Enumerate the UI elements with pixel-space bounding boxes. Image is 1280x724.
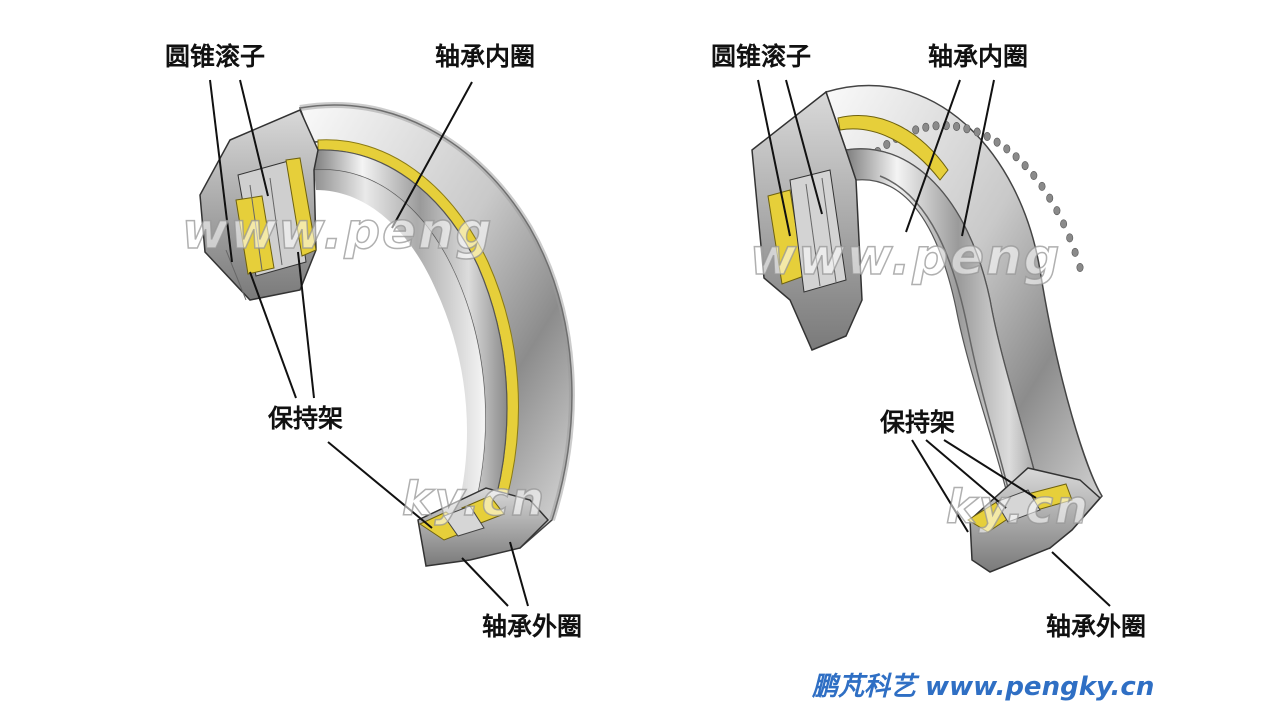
left-lower-roller	[443, 505, 485, 537]
left-cage-leader-1	[249, 271, 297, 399]
watermark-right-bottom: ky.cn	[945, 480, 1090, 534]
bolt-hole	[922, 122, 930, 132]
left-roller-leader-1	[209, 79, 233, 263]
right-roller-line-1	[805, 183, 821, 287]
bolt-hole	[963, 124, 971, 134]
left-bore-surface	[314, 169, 486, 546]
left-cage-leader-2	[297, 251, 315, 399]
right-lower-roller	[995, 489, 1041, 523]
watermark-left-top: www.peng	[181, 202, 494, 260]
right-roller-leader-2	[785, 79, 823, 215]
bolt-hole	[993, 137, 1001, 147]
bolt-hole	[912, 125, 920, 135]
right-cage-band	[837, 115, 949, 181]
left-label-cage: 保持架	[268, 404, 344, 433]
right-cage-leader-2	[925, 439, 1007, 509]
site-credit: 鹏芃科艺 www.pengky.cn	[812, 672, 1155, 702]
bolt-hole	[1046, 193, 1054, 203]
left-upper-cage-b	[285, 157, 317, 257]
watermark-right-top: www.peng	[749, 228, 1062, 286]
bolt-hole	[983, 132, 991, 142]
right-bearing	[751, 84, 1103, 573]
right-roller-line-2	[821, 177, 837, 283]
left-bearing	[199, 102, 575, 567]
bolt-hole	[1030, 171, 1038, 181]
right-label-cage: 保持架	[880, 408, 956, 437]
left-inner-ring-leader	[391, 81, 473, 229]
bolt-hole	[1076, 262, 1084, 272]
right-cage-leader-1	[911, 439, 969, 533]
left-outer-ring-leader-1	[461, 557, 509, 607]
right-inner-ring-leader-1	[905, 79, 961, 233]
left-outer-ring-rim	[299, 102, 575, 521]
right-label-roller: 圆锥滚子	[711, 42, 812, 71]
left-roller-line-1	[249, 184, 263, 271]
bolt-hole	[1071, 247, 1079, 257]
right-roller-leader-1	[757, 79, 791, 237]
bolt-hole	[1021, 161, 1029, 171]
bolt-hole	[1038, 181, 1046, 191]
right-label-inner-ring: 轴承内圈	[928, 42, 1029, 71]
bolt-hole	[1066, 233, 1074, 243]
left-label-inner-ring: 轴承内圈	[435, 42, 536, 71]
right-outer-ring-leader	[1051, 551, 1111, 607]
left-upper-cage	[235, 195, 275, 275]
right-label-outer-ring: 轴承外圈	[1046, 612, 1147, 641]
right-upper-rollers	[789, 169, 847, 293]
bolt-hole	[1053, 206, 1061, 216]
left-outer-ring-leader-2	[509, 541, 529, 607]
right-inner-ring-leader-2	[961, 79, 995, 237]
left-cage-leader-3	[327, 441, 433, 529]
left-label-outer-ring: 轴承外圈	[482, 612, 583, 641]
left-roller-line-3	[225, 249, 247, 301]
leader-lines	[209, 79, 1111, 607]
left-roller-leader-2	[239, 79, 269, 197]
bolt-hole	[932, 121, 940, 131]
bolt-hole	[883, 140, 891, 150]
bolt-hole	[973, 127, 981, 137]
bolt-hole	[1003, 144, 1011, 154]
bolt-hole	[1060, 219, 1068, 229]
bolt-hole	[953, 122, 961, 132]
bolt-hole	[1012, 152, 1020, 162]
left-roller-line-2	[269, 177, 283, 266]
right-cage-leader-3	[943, 439, 1037, 499]
watermark-left-bottom: ky.cn	[401, 472, 546, 526]
left-label-roller: 圆锥滚子	[165, 42, 266, 71]
